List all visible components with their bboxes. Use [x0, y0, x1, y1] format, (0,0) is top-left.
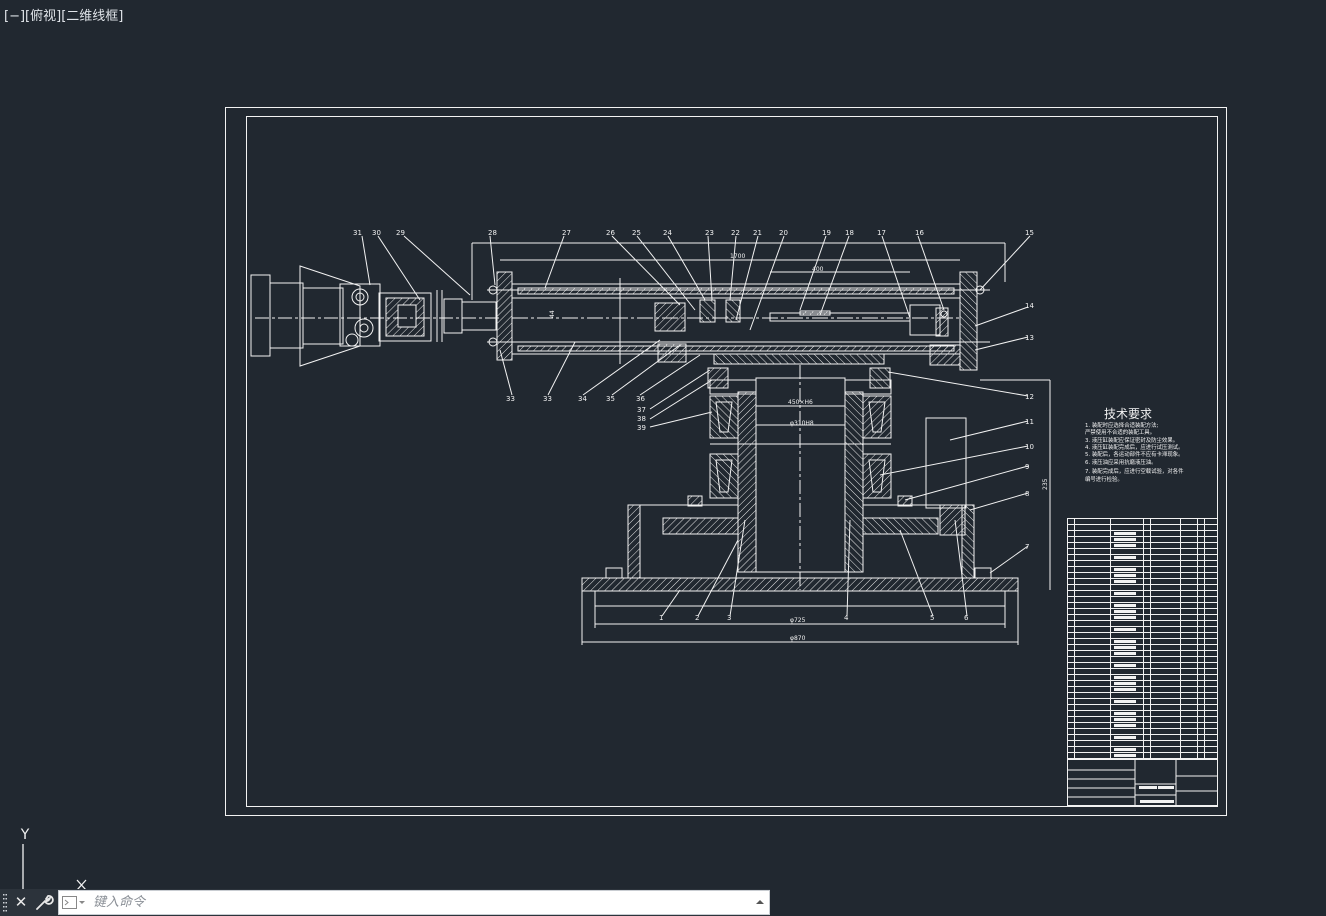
callout-2: 2	[695, 614, 699, 622]
callout-10: 10	[1025, 443, 1034, 451]
view-direction-button[interactable]: [俯视]	[25, 9, 62, 24]
dim-450: 450×H6	[788, 399, 813, 406]
dim-310: φ310H8	[790, 420, 814, 427]
callout-11: 11	[1025, 418, 1034, 426]
callout-28: 28	[488, 229, 497, 237]
callout-25: 25	[632, 229, 641, 237]
callout-9: 9	[1025, 463, 1029, 471]
callout-31: 31	[353, 229, 362, 237]
callout-29: 29	[396, 229, 405, 237]
technical-requirements: 技术要求 1. 装配时应选择合适装配方法; 严禁使用不合适的装配工具。 3. 液…	[1085, 407, 1184, 483]
title-block	[1067, 759, 1218, 806]
callout-37: 37	[637, 406, 646, 414]
callout-39: 39	[637, 424, 646, 432]
dim-1700: 1700	[730, 253, 745, 260]
tech-line: 严禁使用不合适的装配工具。	[1085, 428, 1155, 436]
callout-26: 26	[606, 229, 615, 237]
tech-line: 编号进行检验。	[1085, 475, 1123, 483]
callout-13: 13	[1025, 334, 1034, 342]
callout-4: 4	[844, 614, 849, 622]
command-line-bar: ✕	[0, 889, 770, 916]
callout-7: 7	[1025, 543, 1029, 551]
tech-line: 5. 装配后，各运动部件不应有卡滞现象。	[1085, 450, 1184, 458]
chevron-up-icon[interactable]	[755, 897, 765, 907]
callout-19: 19	[822, 229, 831, 237]
arm-cylinder-assembly	[471, 242, 1006, 371]
callout-24: 24	[663, 229, 672, 237]
drawing-sheet	[225, 107, 1227, 816]
drag-grip-icon[interactable]	[2, 893, 8, 913]
callout-35: 35	[606, 395, 615, 403]
tech-title: 技术要求	[1104, 407, 1152, 421]
dim-870: φ870	[790, 635, 806, 642]
callout-23: 23	[705, 229, 714, 237]
callout-20: 20	[779, 229, 788, 237]
command-prompt-icon[interactable]	[62, 896, 86, 910]
wrench-icon[interactable]	[34, 892, 54, 912]
callout-17: 17	[877, 229, 886, 237]
callout-1: 1	[659, 614, 663, 622]
sheet-inner-frame	[246, 116, 1218, 807]
tech-line: 4. 液压缸装配完成后，应进行试压测试。	[1085, 443, 1184, 451]
ucs-icon	[22, 844, 87, 891]
callout-8: 8	[1025, 490, 1029, 498]
callout-16: 16	[915, 229, 924, 237]
callout-30: 30	[372, 229, 381, 237]
visual-style-button[interactable]: [二维线框]	[61, 9, 124, 24]
callout-leaders	[361, 235, 1031, 617]
close-icon[interactable]: ✕	[14, 893, 28, 911]
callout-33b: 33	[543, 395, 552, 403]
callout-21: 21	[753, 229, 762, 237]
callout-34: 34	[578, 395, 587, 403]
callout-5: 5	[930, 614, 934, 622]
callout-33a: 33	[506, 395, 515, 403]
callout-27: 27	[562, 229, 571, 237]
sheet-outer-border	[225, 107, 1227, 816]
callout-labels: 31 30 29 28 27 26 25 24 23 22 21 20 19 1…	[353, 229, 1034, 622]
parts-list-table	[1067, 518, 1218, 759]
tech-line: 1. 装配时应选择合适装配方法;	[1085, 421, 1159, 429]
callout-12: 12	[1025, 393, 1034, 401]
callout-3: 3	[727, 614, 731, 622]
tech-line: 7. 装配完成后，应进行空载试验，对各件	[1085, 467, 1184, 475]
command-input-box[interactable]	[58, 890, 770, 915]
callout-6: 6	[964, 614, 969, 622]
callout-22: 22	[731, 229, 740, 237]
tech-line: 3. 液压缸装配应保证密封及防尘效果。	[1085, 436, 1178, 444]
callout-36: 36	[636, 395, 645, 403]
tech-line: 6. 液压油应采用抗磨液压油。	[1085, 458, 1157, 466]
command-input[interactable]	[93, 893, 733, 912]
dim-235: 235	[1042, 478, 1049, 490]
dim-400: 400	[812, 266, 824, 273]
callout-18: 18	[845, 229, 854, 237]
ucs-y-label: Y	[20, 827, 30, 843]
callout-38: 38	[637, 415, 646, 423]
dim-725: φ725	[790, 617, 806, 624]
callout-15: 15	[1025, 229, 1034, 237]
viewport-minus-button[interactable]: [−]	[4, 9, 26, 24]
gripper-assembly	[250, 265, 500, 367]
viewport-controls: [−][俯视][二维线框]	[4, 5, 123, 24]
dim-44: 44	[549, 310, 556, 318]
dimension-labels: 1700 400 450×H6 φ310H8 φ725 φ870 235 44	[549, 253, 1049, 642]
callout-14: 14	[1025, 302, 1034, 310]
